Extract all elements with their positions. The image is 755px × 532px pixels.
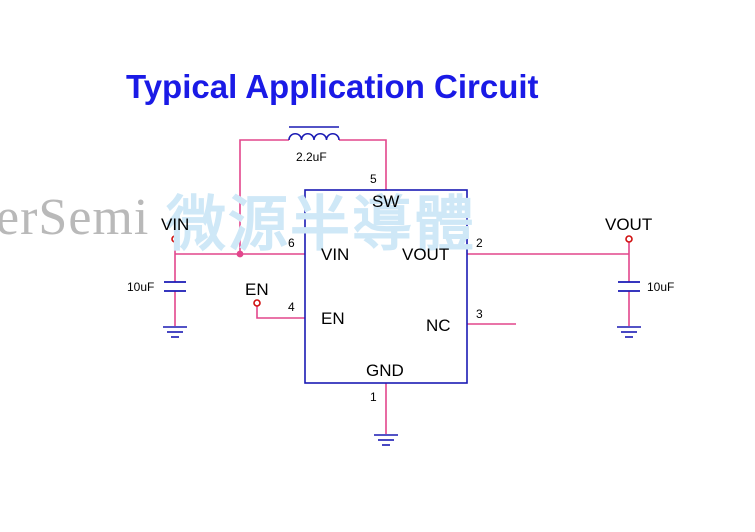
watermark-cjk: 微源半導體 — [166, 190, 476, 260]
vin-terminal — [171, 235, 179, 243]
pin-name-vin: VIN — [321, 245, 350, 264]
pin-number-sw: 5 — [370, 172, 377, 186]
pin-number-nc: 3 — [476, 307, 483, 321]
ic-body — [304, 189, 468, 384]
pin-number-vin: 6 — [288, 236, 295, 250]
pin-name-nc: NC — [426, 316, 451, 335]
ground-icon-output — [617, 326, 641, 338]
pin-number-en: 4 — [288, 300, 295, 314]
pin-name-vout: VOUT — [402, 245, 450, 264]
inductor-value: 2.2uF — [296, 150, 327, 164]
input-capacitor — [164, 281, 186, 292]
wire-inductor-left — [239, 139, 289, 254]
inductor-symbol — [288, 132, 340, 141]
output-capacitor — [618, 281, 640, 292]
watermark-latin: erSemi — [0, 189, 150, 246]
en-terminal — [253, 299, 261, 307]
pin-number-gnd: 1 — [370, 390, 377, 404]
page-title: Typical Application Circuit — [126, 68, 539, 105]
pin-name-en: EN — [321, 309, 345, 328]
wire-en — [256, 306, 305, 319]
pin-name-sw: SW — [372, 192, 400, 211]
pin-number-vout: 2 — [476, 236, 483, 250]
ground-icon-input — [163, 326, 187, 338]
input-cap-value: 10uF — [127, 280, 155, 294]
output-cap-value: 10uF — [647, 280, 675, 294]
pin-name-gnd: GND — [366, 361, 404, 380]
net-label-en: EN — [245, 280, 269, 299]
junction-dot — [236, 250, 244, 258]
net-label-vin: VIN — [161, 215, 190, 234]
wires — [174, 139, 630, 434]
wire-inductor-right — [339, 139, 387, 190]
vout-terminal — [625, 235, 633, 243]
ground-icon-ic — [374, 434, 398, 446]
net-label-vout: VOUT — [605, 215, 653, 234]
